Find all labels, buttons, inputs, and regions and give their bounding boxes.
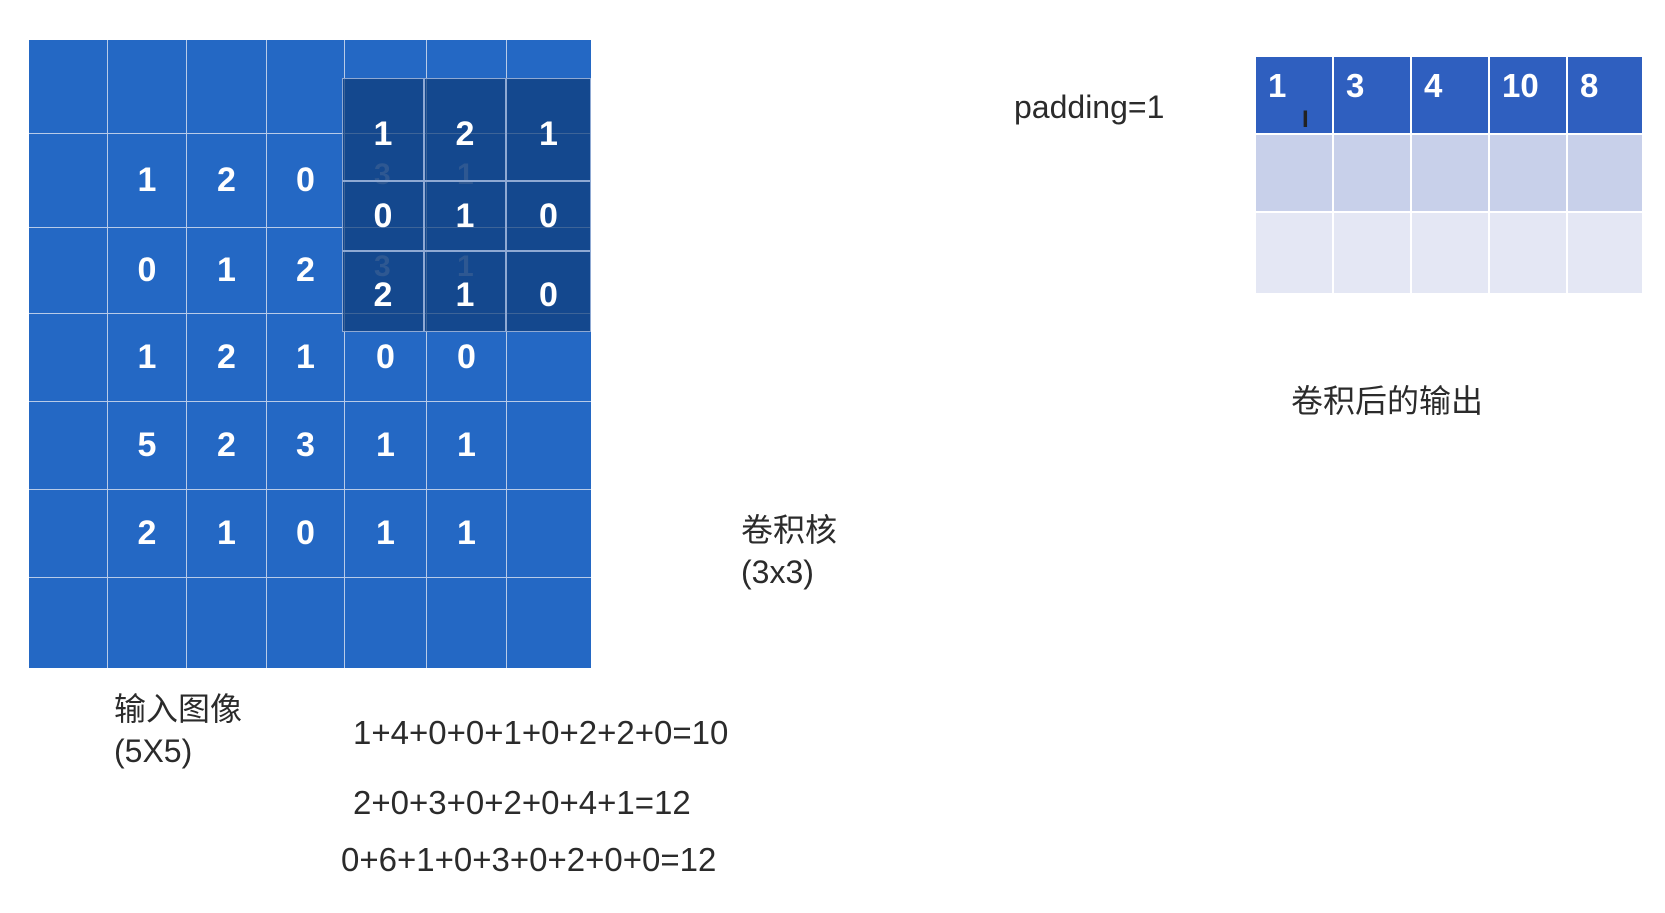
input-cell <box>187 40 267 134</box>
kernel-cell: 0 <box>506 181 591 251</box>
output-cell <box>1412 135 1490 213</box>
input-cell: 2 <box>108 490 187 578</box>
output-cell <box>1490 135 1568 213</box>
input-cell: 2 <box>187 134 267 228</box>
input-cell: 0 <box>108 228 187 314</box>
input-cell: 2 <box>267 228 345 314</box>
kernel-overlay: 1 2 1 0 1 0 2 1 0 <box>342 78 591 332</box>
output-cell: 10 <box>1490 57 1568 135</box>
input-cell: 1 <box>187 490 267 578</box>
text-cursor-icon: I <box>1302 106 1309 133</box>
kernel-cell: 1 <box>424 251 506 332</box>
input-cell <box>29 134 108 228</box>
kernel-cell: 1 <box>506 78 591 181</box>
kernel-cell: 0 <box>342 181 424 251</box>
output-cell: 4 <box>1412 57 1490 135</box>
input-cell: 1 <box>108 134 187 228</box>
output-cell <box>1568 135 1644 213</box>
kernel-cell: 2 <box>342 251 424 332</box>
input-cell <box>29 314 108 402</box>
input-cell: 1 <box>345 402 427 490</box>
input-image-title: 输入图像 <box>114 691 243 727</box>
output-cell: 8 <box>1568 57 1644 135</box>
input-cell <box>187 578 267 668</box>
input-cell <box>507 314 591 402</box>
output-cell <box>1334 213 1412 295</box>
output-cell <box>1256 135 1334 213</box>
input-cell: 0 <box>267 490 345 578</box>
input-cell: 5 <box>108 402 187 490</box>
input-cell: 2 <box>187 402 267 490</box>
input-cell <box>29 40 108 134</box>
output-grid: 1 3 4 10 8 <box>1256 57 1644 295</box>
kernel-size: (3x3) <box>741 554 814 590</box>
input-cell: 1 <box>345 490 427 578</box>
input-cell: 1 <box>187 228 267 314</box>
output-title: 卷积后的输出 <box>1291 383 1484 419</box>
input-cell: 1 <box>267 314 345 402</box>
kernel-cell: 2 <box>424 78 506 181</box>
padding-label: padding=1 <box>1014 89 1165 125</box>
equation-line: 2+0+3+0+2+0+4+1=12 <box>353 784 691 821</box>
output-cell: 3 <box>1334 57 1412 135</box>
input-cell: 1 <box>427 490 507 578</box>
equation-line: 0+6+1+0+3+0+2+0+0=12 <box>341 841 717 878</box>
equation-line: 1+4+0+0+1+0+2+2+0=10 <box>353 714 729 751</box>
input-cell <box>29 490 108 578</box>
kernel-title: 卷积核 <box>741 512 838 548</box>
input-cell: 0 <box>345 314 427 402</box>
output-cell <box>1490 213 1568 295</box>
input-cell <box>507 578 591 668</box>
input-cell: 2 <box>187 314 267 402</box>
input-cell <box>108 40 187 134</box>
input-cell <box>507 490 591 578</box>
output-cell <box>1568 213 1644 295</box>
output-cell: 1 <box>1256 57 1334 135</box>
input-cell <box>267 40 345 134</box>
input-cell: 3 <box>267 402 345 490</box>
kernel-cell: 1 <box>342 78 424 181</box>
input-cell <box>427 578 507 668</box>
output-cell <box>1412 213 1490 295</box>
kernel-cell: 0 <box>506 251 591 332</box>
output-cell <box>1334 135 1412 213</box>
input-cell: 1 <box>108 314 187 402</box>
input-cell <box>29 578 108 668</box>
input-cell: 0 <box>267 134 345 228</box>
input-cell <box>29 402 108 490</box>
input-cell <box>345 578 427 668</box>
input-cell: 1 <box>427 402 507 490</box>
kernel-cell: 1 <box>424 181 506 251</box>
input-cell <box>29 228 108 314</box>
input-cell <box>507 402 591 490</box>
output-cell <box>1256 213 1334 295</box>
input-cell: 0 <box>427 314 507 402</box>
input-cell <box>108 578 187 668</box>
input-image-size: (5X5) <box>114 733 193 769</box>
input-cell <box>267 578 345 668</box>
